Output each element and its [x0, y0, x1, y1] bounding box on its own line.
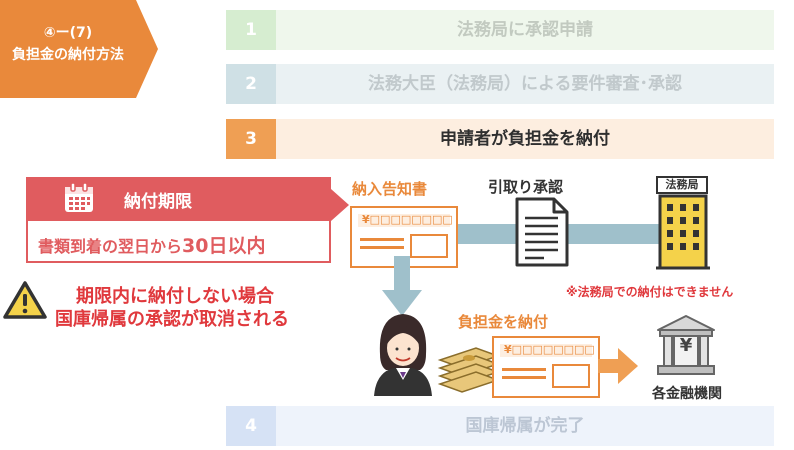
notice-slip-amount: ¥□□□□□□□□: [362, 213, 453, 226]
down-arrow-icon: [382, 256, 422, 316]
deadline-text: 書類到着の翌日から30日以内: [38, 231, 265, 258]
right-arrow-icon: [598, 348, 638, 384]
warning-line-1: 期限内に納付しない場合: [76, 286, 274, 307]
bank-icon: [657, 315, 715, 375]
step-2-number: 2: [226, 64, 276, 104]
bureau-sign: 法務局: [656, 176, 708, 194]
building-icon: [656, 194, 710, 270]
pay-label: 負担金を納付: [458, 313, 549, 331]
bank-label: 各金融機関: [652, 386, 722, 402]
warning-icon: [3, 281, 47, 319]
step-3-number: 3: [226, 119, 276, 159]
section-tag: ④ー(7) 負担金の納付方法: [0, 0, 158, 98]
section-title: 負担金の納付方法: [12, 47, 124, 63]
receive-label: 引取り承認: [488, 178, 564, 196]
step-2-text: 法務大臣（法務局）による要件審査･承認: [276, 64, 774, 104]
deadline-box: [26, 221, 331, 263]
deadline-text-days: 30日以内: [182, 235, 266, 257]
document-icon: [515, 197, 569, 267]
bank-yen-symbol: ¥: [679, 335, 693, 356]
section-number: ④ー(7): [43, 25, 93, 41]
bureau-payment-note: ※法務局での納付はできません: [566, 285, 734, 299]
pay-slip: ¥□□□□□□□□: [492, 336, 600, 398]
step-1-number: 1: [226, 10, 276, 50]
step-1-text: 法務局に承認申請: [276, 10, 774, 50]
pay-slip-amount: ¥□□□□□□□□: [504, 343, 595, 356]
deadline-text-pre: 書類到着の翌日から: [38, 237, 183, 256]
warning-line-2: 国庫帰属の承認が取消される: [55, 309, 289, 330]
applicant-avatar: [374, 314, 432, 396]
step-4: 4 国庫帰属が完了: [226, 406, 774, 446]
step-3: 3 申請者が負担金を納付: [226, 119, 774, 159]
deadline-title: 納付期限: [124, 192, 192, 212]
step-1: 1 法務局に承認申請: [226, 10, 774, 50]
deadline-pointer: [331, 189, 349, 221]
calendar-icon: [65, 182, 93, 212]
notice-label: 納入告知書: [352, 180, 428, 198]
step-2: 2 法務大臣（法務局）による要件審査･承認: [226, 64, 774, 104]
step-4-text: 国庫帰属が完了: [276, 406, 774, 446]
step-4-number: 4: [226, 406, 276, 446]
money-stack-icon: [437, 347, 500, 393]
step-3-text: 申請者が負担金を納付: [276, 119, 774, 159]
